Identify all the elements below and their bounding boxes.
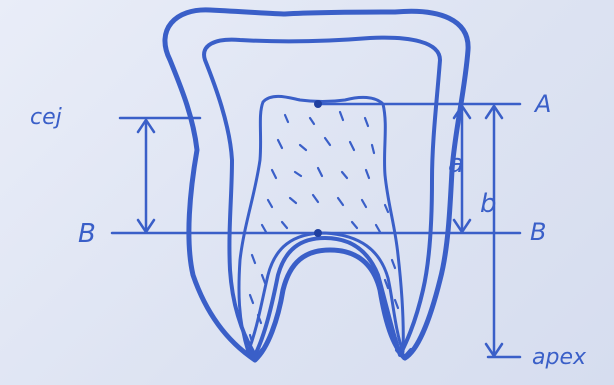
label-b-left: B xyxy=(78,219,96,249)
pulp-chamber-outline xyxy=(239,96,403,352)
label-cej: cej xyxy=(30,105,63,130)
cej-to-b-arrow xyxy=(138,120,154,232)
dimension-b-arrow xyxy=(486,106,502,356)
point-b xyxy=(314,229,322,237)
label-apex: apex xyxy=(532,345,587,370)
label-b-lower: b xyxy=(480,189,497,219)
outer-tooth-outline xyxy=(165,10,468,360)
root-apex-marks xyxy=(248,350,411,360)
label-a-upper: A xyxy=(533,90,551,118)
label-a-lower: a xyxy=(448,149,464,179)
label-b-right: B xyxy=(530,218,546,246)
point-a xyxy=(314,100,322,108)
